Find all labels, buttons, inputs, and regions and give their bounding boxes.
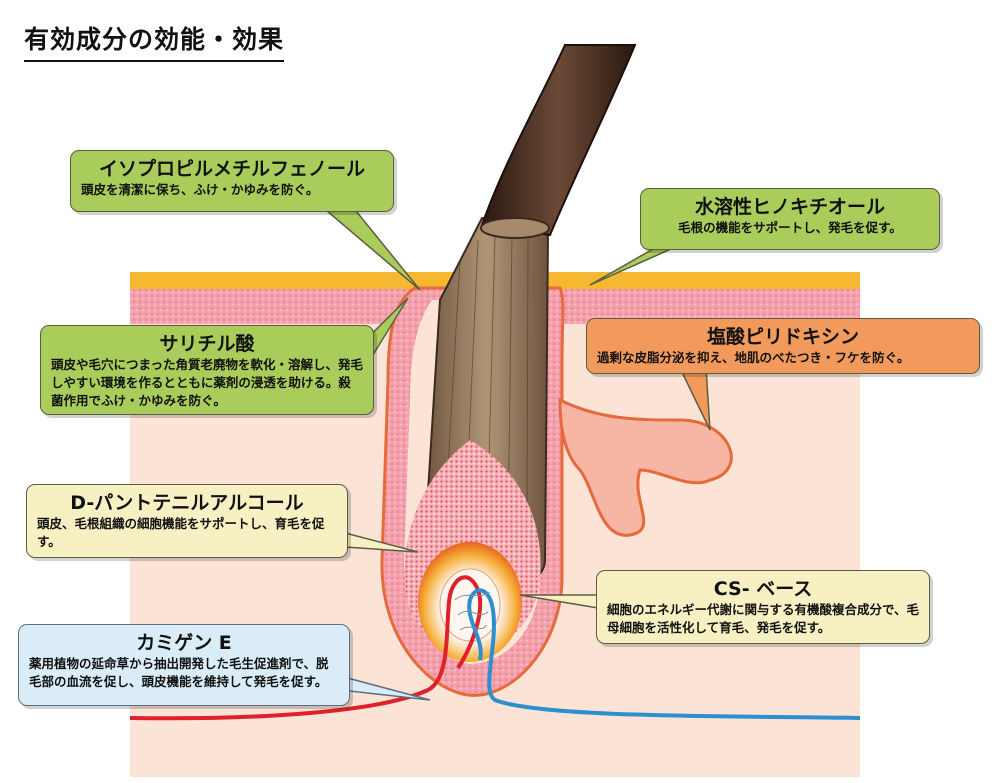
callout-pyridoxine-heading: 塩酸ピリドキシン (706, 326, 859, 348)
callout-cs-base: CS- ベース 細胞のエネルギー代謝に関与する有機酸複合成分で、毛母細胞を活性化… (596, 570, 930, 644)
page-title: 有効成分の効能・効果 (24, 20, 285, 62)
callout-hinokitiol: 水溶性ヒノキチオール 毛根の機能をサポートし、発毛を促す。 (640, 188, 940, 250)
vein (467, 588, 861, 720)
hair-cut-end (480, 217, 550, 239)
callout-kamigen-desc: 薬用植物の延命草から抽出開発した毛生促進剤で、脱毛部の血流を促し、頭皮機能を維持… (29, 656, 329, 689)
callout-ipmp-desc: 頭皮を清潔に保ち、ふけ・かゆみを防ぐ。 (81, 182, 319, 197)
callout-kamigen-heading: カミゲン E (136, 632, 232, 654)
callout-pyridoxine-desc: 過剰な皮脂分泌を抑え、地肌のべたつき・フケを防ぐ。 (597, 350, 910, 365)
callout-salicylic-heading: サリチル酸 (159, 333, 255, 355)
hair-shaft (480, 44, 637, 237)
callout-panthenol-heading: D-パントテニルアルコール (70, 492, 304, 514)
callout-cs-base-heading: CS- ベース (713, 578, 813, 600)
callout-salicylic: サリチル酸 頭皮や毛穴につまった角質老廃物を軟化・溶解し、発毛しやすい環境を作る… (40, 325, 374, 415)
callout-hinokitiol-desc: 毛根の機能をサポートし、発毛を促す。 (678, 220, 902, 235)
callout-salicylic-desc: 頭皮や毛穴につまった角質老廃物を軟化・溶解し、発毛しやすい環境を作るとともに薬剤… (51, 357, 364, 408)
callout-ipmp: イソプロピルメチルフェノール 頭皮を清潔に保ち、ふけ・かゆみを防ぐ。 (70, 150, 394, 212)
callout-panthenol-desc: 頭皮、毛根組織の細胞機能をサポートし、育毛を促す。 (37, 516, 325, 549)
callout-ipmp-heading: イソプロピルメチルフェノール (98, 158, 365, 180)
callout-kamigen: カミゲン E 薬用植物の延命草から抽出開発した毛生促進剤で、脱毛部の血流を促し、… (18, 624, 350, 706)
callout-hinokitiol-heading: 水溶性ヒノキチオール (694, 196, 885, 218)
artery (129, 575, 483, 721)
callout-cs-base-desc: 細胞のエネルギー代謝に関与する有機酸複合成分で、毛母細胞を活性化して育毛、発毛を… (607, 602, 920, 635)
sebaceous-gland (558, 397, 733, 537)
capillaries (454, 591, 491, 631)
callout-pyridoxine: 塩酸ピリドキシン 過剰な皮脂分泌を抑え、地肌のべたつき・フケを防ぐ。 (586, 318, 980, 374)
callout-panthenol: D-パントテニルアルコール 頭皮、毛根組織の細胞機能をサポートし、育毛を促す。 (26, 484, 348, 558)
